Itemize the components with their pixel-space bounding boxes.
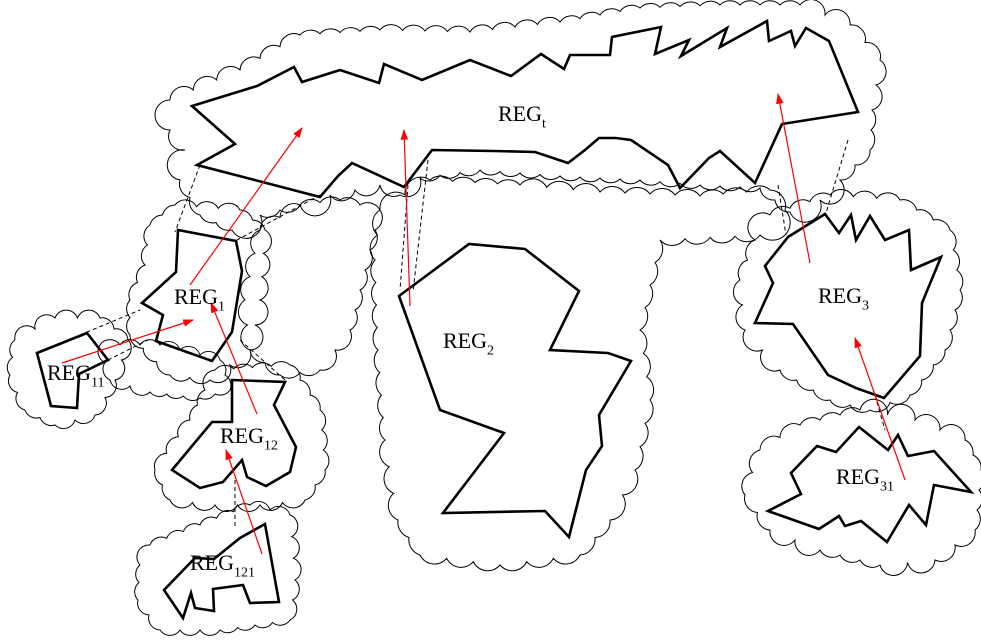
region-11 [35, 331, 111, 410]
arrow-31-to-3 [854, 336, 906, 481]
arrow-2-to-t [400, 128, 411, 307]
cloud-12 [153, 361, 330, 512]
cloud-outlines [6, 0, 981, 636]
arrow-11-to-1 [61, 319, 195, 364]
connector-11-1-b [79, 309, 141, 336]
red-arrows [61, 92, 906, 555]
label-reg-121: REG121 [190, 550, 255, 581]
cloud-31 [741, 398, 981, 576]
connector-3-t-right [825, 139, 849, 214]
regions [35, 18, 975, 621]
arrow-1-to-t [189, 127, 303, 286]
label-reg-1: REG1 [174, 284, 225, 315]
cloud-right-of-1 [237, 196, 383, 379]
cloud-2 [369, 175, 791, 572]
region-31 [764, 425, 975, 544]
connector-11-1-a [107, 339, 149, 361]
cloud-3 [732, 189, 964, 413]
region-1 [139, 228, 244, 363]
connector-1-t-right [236, 194, 321, 241]
label-reg-2: REG2 [443, 328, 494, 359]
region-121 [162, 521, 281, 621]
connector-3-t-left [777, 184, 787, 236]
arrow-12-to-1 [210, 302, 258, 415]
connector-1-t-left [174, 164, 201, 233]
region-2 [397, 242, 633, 540]
connector-2-t-b [412, 159, 429, 293]
region-t [189, 18, 860, 199]
region-12 [170, 378, 298, 490]
label-reg-t: REGt [498, 101, 546, 132]
arrow-3-to-t [776, 92, 811, 264]
label-reg-31: REG31 [836, 464, 894, 495]
label-reg-11: REG11 [47, 360, 105, 391]
connector-12-1 [239, 339, 286, 381]
arrow-121-to-12 [225, 448, 263, 555]
label-reg-12: REG12 [220, 423, 278, 454]
region-3 [753, 211, 944, 400]
connector-31-3 [874, 394, 886, 431]
label-reg-3: REG3 [818, 283, 869, 314]
cloud-t [154, 0, 887, 239]
cloud-121 [134, 501, 302, 636]
cloud-between-11-12 [97, 339, 232, 401]
